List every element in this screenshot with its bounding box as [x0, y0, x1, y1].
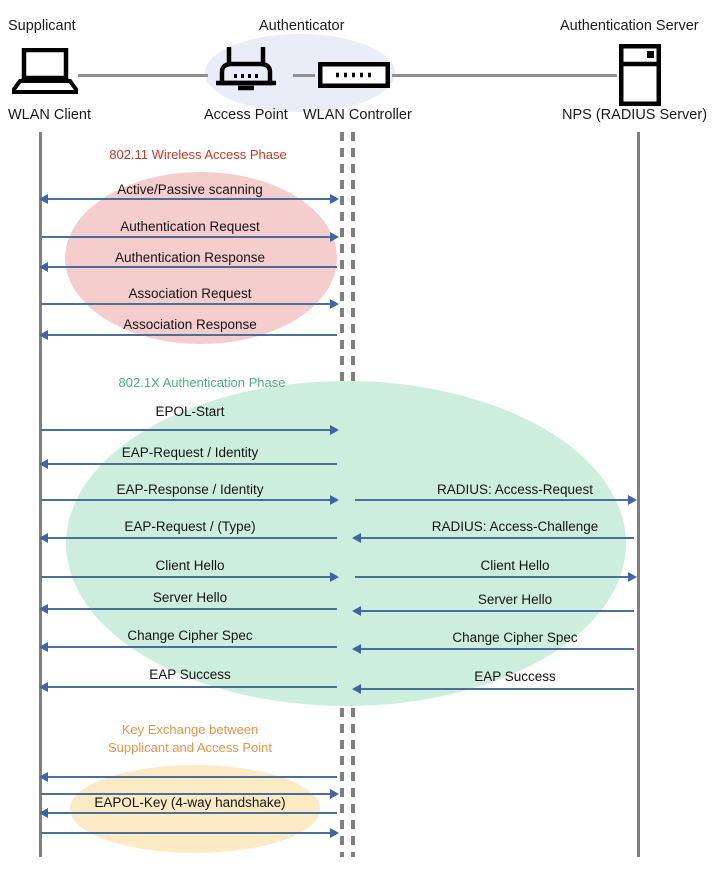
- message-label: EAP-Request / (Type): [124, 519, 256, 534]
- arrowhead-right-icon: [628, 495, 637, 505]
- phase-caption-key-exchange-line2: Supplicant and Access Point: [107, 740, 273, 755]
- message-label-eapol-key: EAPOL-Key (4-way handshake): [94, 795, 286, 810]
- message-label: Active/Passive scanning: [117, 182, 263, 197]
- message-label: EPOL-Start: [155, 404, 225, 419]
- node-label-nps-server: NPS (RADIUS Server): [562, 107, 708, 123]
- message-arrow: [41, 499, 337, 501]
- message-arrow-right: [358, 610, 634, 612]
- wire-wlc-server: [392, 74, 617, 77]
- message-arrow: [41, 793, 337, 795]
- message-arrow: [45, 776, 337, 778]
- message-arrow: [45, 608, 337, 610]
- message-arrow: [41, 303, 337, 305]
- message-label: Client Hello: [155, 558, 225, 573]
- node-label-access-point: Access Point: [204, 107, 288, 123]
- message-label: EAP-Request / Identity: [121, 445, 259, 460]
- message-label-right: Server Hello: [477, 592, 553, 607]
- message-arrow: [45, 334, 337, 336]
- message-arrow: [41, 832, 337, 834]
- server-icon: [618, 43, 662, 111]
- lifeline-supplicant: [39, 132, 42, 857]
- message-label-right: RADIUS: Access-Challenge: [431, 519, 599, 534]
- message-label: Association Request: [128, 286, 252, 301]
- arrowhead-left-icon: [352, 606, 361, 616]
- arrowhead-left-icon: [39, 808, 48, 818]
- role-title-auth-server: Authentication Server: [560, 18, 699, 34]
- phase-ellipse-dot1x-auth: [66, 381, 626, 706]
- role-title-authenticator: Authenticator: [259, 18, 345, 34]
- wireless-router-icon: [216, 47, 276, 98]
- message-label-right: EAP Success: [474, 669, 556, 684]
- arrowhead-right-icon: [330, 572, 339, 582]
- message-arrow: [41, 576, 337, 578]
- message-arrow: [45, 812, 337, 814]
- arrowhead-right-icon: [628, 572, 637, 582]
- arrowhead-right-icon: [330, 495, 339, 505]
- message-label: EAP-Response / Identity: [116, 482, 264, 497]
- arrowhead-left-icon: [39, 194, 48, 204]
- arrowhead-left-icon: [352, 533, 361, 543]
- message-arrow: [45, 686, 337, 688]
- wire-client-ap: [78, 74, 208, 77]
- arrowhead-left-icon: [39, 459, 48, 469]
- arrowhead-left-icon: [352, 644, 361, 654]
- arrowhead-left-icon: [39, 772, 48, 782]
- node-label-wlan-controller: WLAN Controller: [303, 107, 412, 123]
- arrowhead-left-icon: [39, 533, 48, 543]
- message-label: EAP Success: [149, 667, 231, 682]
- phase-caption-key-exchange-line1: Key Exchange between: [121, 722, 259, 737]
- laptop-icon: [8, 47, 82, 99]
- message-arrow: [45, 198, 337, 200]
- message-arrow: [41, 429, 337, 431]
- message-arrow-right: [355, 499, 634, 501]
- message-label: Change Cipher Spec: [127, 628, 253, 643]
- message-arrow-right: [358, 688, 634, 690]
- arrowhead-left-icon: [39, 604, 48, 614]
- arrowhead-right-icon: [330, 789, 339, 799]
- arrowhead-left-icon: [39, 682, 48, 692]
- arrowhead-right-icon: [330, 299, 339, 309]
- role-title-supplicant: Supplicant: [8, 18, 76, 34]
- arrowhead-right-icon: [330, 194, 339, 204]
- message-arrow-right: [355, 576, 634, 578]
- arrowhead-left-icon: [352, 684, 361, 694]
- message-arrow: [45, 537, 337, 539]
- node-label-wlan-client: WLAN Client: [8, 107, 91, 123]
- message-label: Association Response: [123, 317, 257, 332]
- wire-ap-wlc: [293, 74, 315, 77]
- network-controller-icon: [317, 61, 391, 93]
- arrowhead-left-icon: [39, 642, 48, 652]
- message-label-right: Change Cipher Spec: [452, 630, 578, 645]
- arrowhead-left-icon: [39, 330, 48, 340]
- message-label-right: RADIUS: Access-Request: [436, 482, 594, 497]
- message-arrow: [45, 463, 337, 465]
- arrowhead-right-icon: [330, 425, 339, 435]
- arrowhead-right-icon: [330, 232, 339, 242]
- arrowhead-right-icon: [330, 828, 339, 838]
- message-arrow: [45, 646, 337, 648]
- phase-caption-dot1x-auth: 802.1X Authentication Phase: [118, 375, 286, 390]
- message-label: Authentication Response: [114, 250, 266, 265]
- phase-caption-wireless-access: 802.11 Wireless Access Phase: [109, 147, 287, 162]
- phase-ellipse-wireless-access: [65, 172, 337, 344]
- arrowhead-left-icon: [39, 262, 48, 272]
- lifeline-auth-server: [637, 132, 640, 857]
- phase-ellipse-key-exchange: [70, 765, 320, 853]
- message-arrow: [45, 266, 337, 268]
- message-arrow-right: [358, 537, 634, 539]
- message-arrow-right: [358, 648, 634, 650]
- message-label-right: Client Hello: [480, 558, 550, 573]
- message-label: Server Hello: [152, 590, 228, 605]
- message-arrow: [41, 236, 337, 238]
- message-label: Authentication Request: [120, 219, 260, 234]
